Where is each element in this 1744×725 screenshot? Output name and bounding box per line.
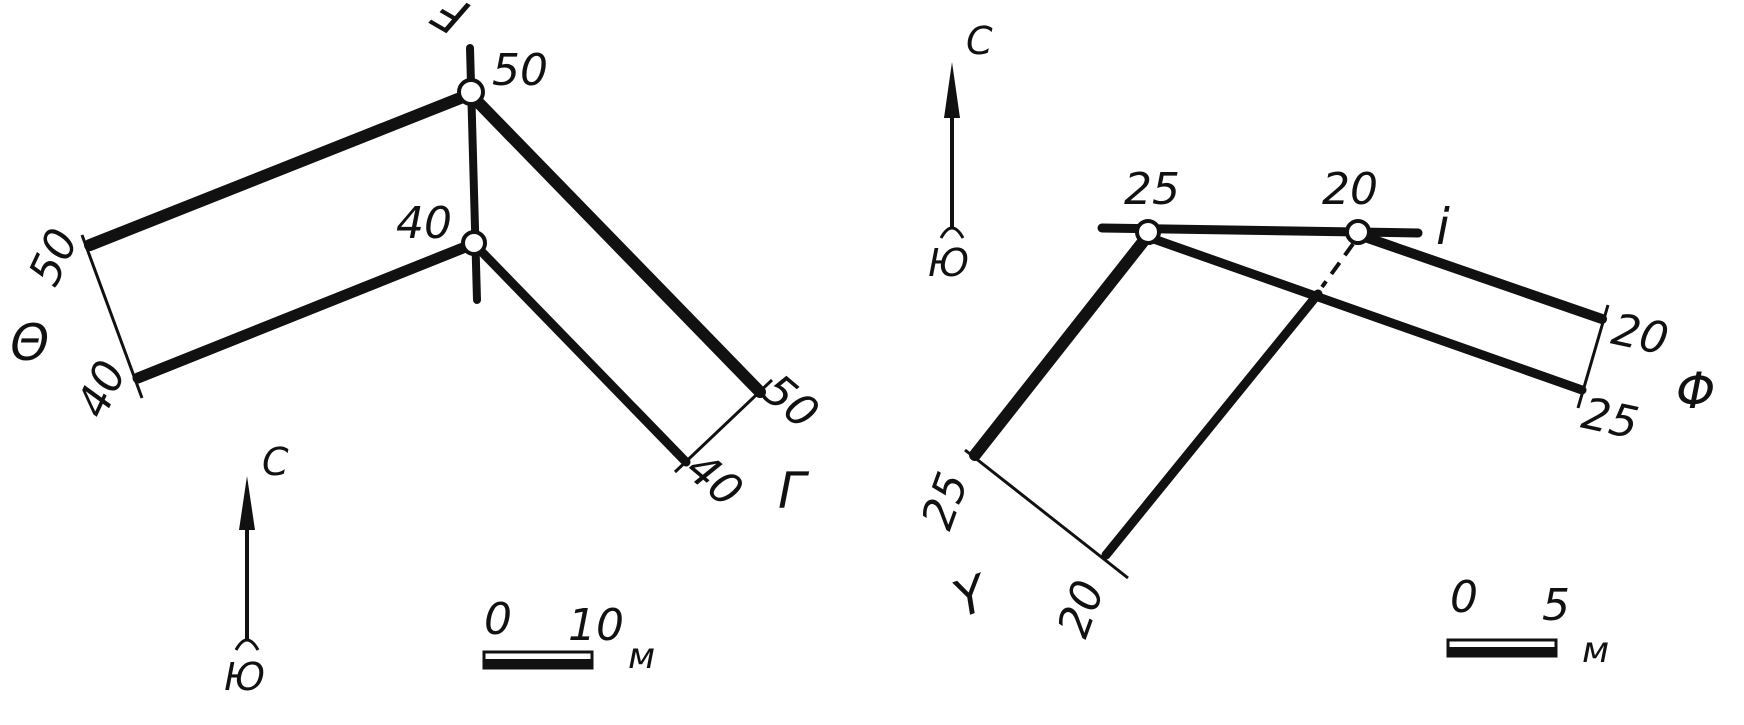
left-edge-letter-right: Г <box>778 462 810 520</box>
right-north-arrow: С Ю <box>928 19 993 285</box>
right-edge-letter-right: Φ <box>1676 362 1715 420</box>
left-edge-letter-left: Θ <box>10 314 49 372</box>
left-north-label: С <box>262 440 289 484</box>
left-scale-unit: м <box>628 636 655 677</box>
left-mid-elev: 40 <box>396 198 452 249</box>
left-upper-left-edge <box>84 89 474 251</box>
left-left-lower-elev: 40 <box>67 353 137 425</box>
right-bottom-lower-elev: 20 <box>1048 574 1115 644</box>
right-left-thick-edge <box>969 232 1152 461</box>
left-lower-left-edge <box>132 240 474 384</box>
left-scale-start: 0 <box>484 594 512 645</box>
right-scale-unit: м <box>1582 630 1609 671</box>
right-right-junction-elev: 20 <box>1322 164 1378 215</box>
right-edge-letter-bottom-left: Y <box>946 563 998 629</box>
left-right-upper-elev: 50 <box>752 364 828 439</box>
left-south-arrow-arc <box>234 638 260 651</box>
right-scale-start: 0 <box>1450 572 1478 623</box>
right-south-arrow-arc <box>939 226 965 239</box>
right-edge-letter-top: i <box>1436 198 1450 256</box>
left-edge-letter-top: Ⅎ <box>421 0 476 48</box>
left-right-lower-elev: 40 <box>676 442 752 517</box>
right-figure: 25 20 20 25 25 20 Y Φ i С Ю 0 5 м <box>912 19 1715 671</box>
right-dashed-link <box>1320 242 1355 289</box>
right-lower-diagonal <box>1101 289 1323 560</box>
right-bottom-upper-elev: 25 <box>912 466 979 536</box>
right-right-lower-elev: 25 <box>1577 388 1642 450</box>
left-figure: 50 40 50 40 50 40 Θ Г Ⅎ С Ю 0 10 м <box>10 0 828 699</box>
left-mid-junction <box>461 230 487 256</box>
left-left-upper-elev: 50 <box>19 221 89 293</box>
left-scale-end: 10 <box>568 600 624 651</box>
left-top-junction <box>457 78 485 106</box>
right-left-junction-elev: 25 <box>1124 164 1180 215</box>
left-scale-bar: 0 10 м <box>482 594 655 677</box>
right-scale-bar: 0 5 м <box>1446 572 1609 671</box>
right-south-label: Ю <box>928 241 969 285</box>
left-south-label: Ю <box>224 655 265 699</box>
left-upper-right-edge <box>468 92 766 398</box>
right-right-contour <box>1576 304 1610 409</box>
right-upper-long-edge <box>1143 232 1587 395</box>
right-north-label: С <box>966 19 993 63</box>
right-scale-end: 5 <box>1542 580 1570 631</box>
left-left-contour <box>80 234 144 399</box>
right-right-junction <box>1345 219 1371 245</box>
left-right-contour <box>673 378 774 474</box>
left-north-arrow-head <box>239 476 255 530</box>
right-bottom-contour <box>964 448 1129 580</box>
left-lower-right-edge <box>475 245 691 467</box>
left-scale-bar-fill <box>484 659 592 668</box>
right-right-upper-elev: 20 <box>1607 304 1672 366</box>
right-scale-bar-fill <box>1448 647 1556 656</box>
right-right-edge <box>1357 231 1607 324</box>
right-left-junction <box>1135 219 1161 245</box>
left-north-arrow: С Ю <box>224 440 289 699</box>
right-north-arrow-head <box>944 62 960 118</box>
left-top-elev: 50 <box>492 45 548 96</box>
